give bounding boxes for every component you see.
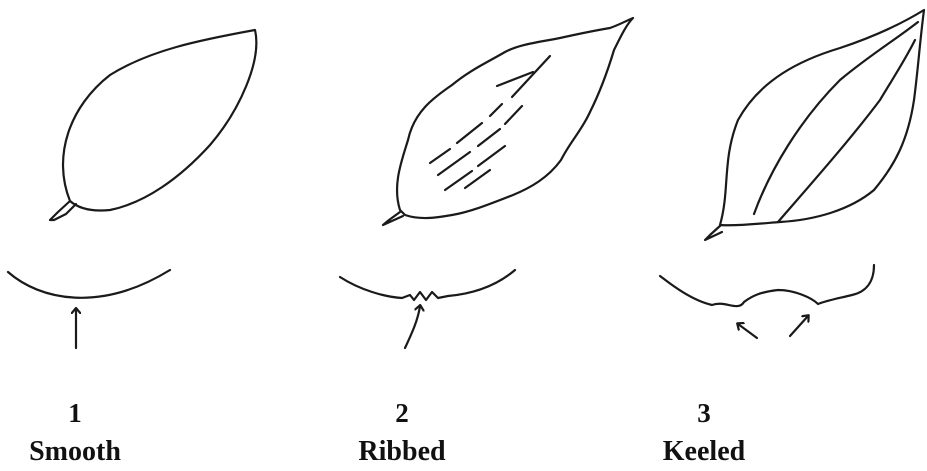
panel-keeled	[660, 10, 924, 338]
panel-3-name: Keeled	[624, 438, 784, 466]
panel-1-number: 1	[0, 400, 155, 427]
smooth-cross-section	[8, 270, 170, 298]
keeled-cross-section	[660, 265, 874, 306]
keeled-arrow-right	[790, 316, 808, 336]
panel-2-name: Ribbed	[322, 438, 482, 466]
panel-2-number: 2	[322, 400, 482, 427]
panel-3-number: 3	[624, 400, 784, 427]
panel-1-name: Smooth	[0, 438, 155, 466]
keeled-leaf-stem	[705, 225, 722, 240]
ribbed-leaf-stem	[383, 212, 403, 225]
keeled-leaf-outline	[720, 10, 924, 225]
panel-ribbed	[340, 18, 633, 348]
ribbed-arrow	[405, 306, 420, 348]
smooth-leaf-outline	[63, 30, 256, 211]
panel-smooth	[8, 30, 256, 348]
keeled-arrow-left	[738, 324, 757, 338]
ribbed-vein-dashes	[430, 56, 550, 190]
keeled-keel-line-left	[754, 22, 918, 214]
ribbed-cross-section	[340, 270, 515, 300]
ribbed-leaf-outline	[397, 18, 633, 218]
